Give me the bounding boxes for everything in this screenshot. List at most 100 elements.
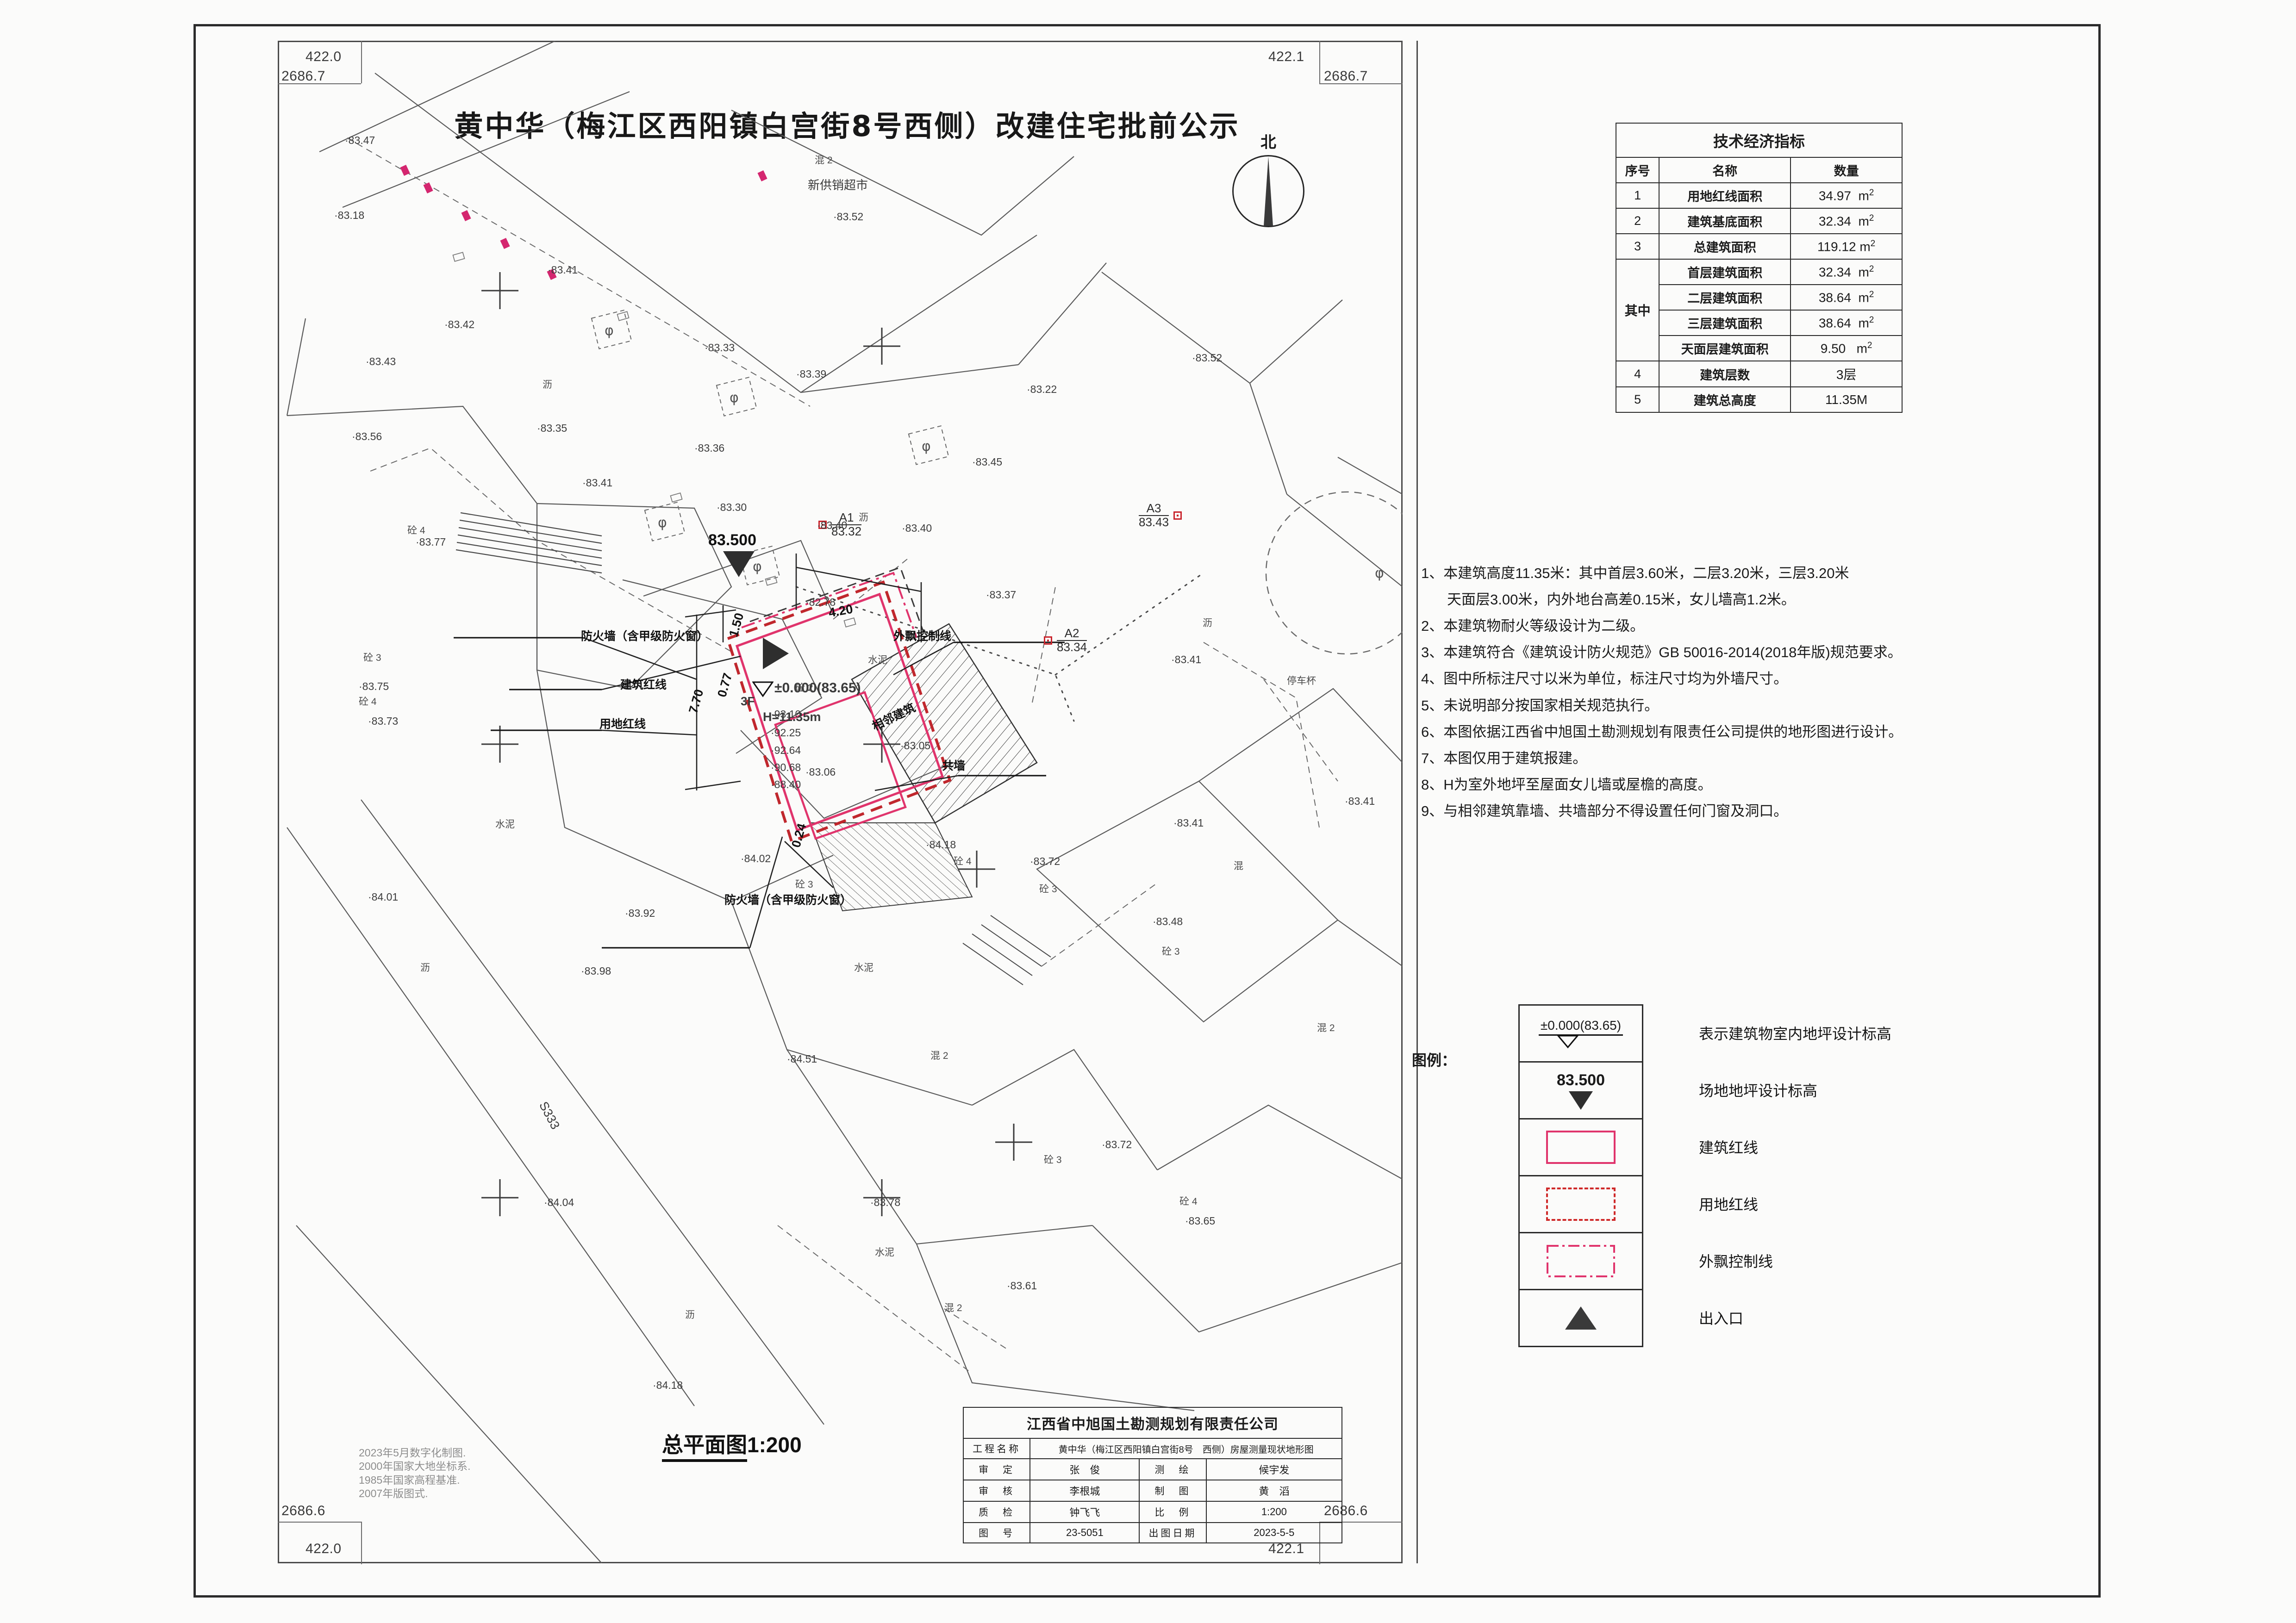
elevation-point: ·83.18	[334, 209, 365, 221]
material-label: 沥	[1203, 618, 1212, 628]
tech-row-no: 2	[1615, 208, 1660, 234]
tech-table-header-no: 序号	[1615, 157, 1660, 183]
corner-tick-br-h	[1319, 1522, 1403, 1523]
legend-label: 表示建筑物室内地坪设计标高	[1699, 1025, 1892, 1042]
survey-point-elev: 83.34	[1057, 640, 1087, 654]
title-block-value: 1:200	[1205, 1501, 1343, 1523]
note-item-cont: 天面层3.00米，内外地台高差0.15米，女儿墙高1.2米。	[1447, 591, 1796, 608]
site-level-value: 83.500	[708, 531, 756, 549]
legend-level-value: ±0.000(83.65)	[1538, 1018, 1623, 1036]
tech-row-no: 4	[1615, 361, 1660, 387]
material-label: 砼 4	[1179, 1196, 1198, 1207]
elevation-point: ·84.18	[653, 1379, 683, 1391]
note-item: 8、H为室外地坪至屋面女儿墙或屋檐的高度。	[1421, 776, 1712, 793]
material-label: 水泥	[868, 655, 887, 665]
material-label: 混 2	[930, 1051, 948, 1061]
elevation-point: ·83.36	[694, 442, 725, 454]
legend: 图例： ±0.000(83.65) 表示建筑物室内地坪设计标高 83.500 场…	[1412, 1004, 1892, 1347]
material-label: 砼 3	[363, 653, 381, 663]
table-row: 三层建筑面积 38.64 m2	[1616, 310, 1903, 336]
elevation-point: ·83.41	[582, 477, 613, 489]
title-block-key: 图 号	[962, 1522, 1031, 1543]
material-label: 沥	[859, 512, 868, 523]
floor-level-marker: ±0.000(83.65)	[752, 680, 861, 699]
entrance-triangle-icon	[763, 638, 789, 669]
note-item: 1、本建筑高度11.35米：其中首层3.60米，二层3.20米，三层3.20米	[1421, 565, 1849, 581]
legend-row-entrance: 出入口	[1518, 1289, 1891, 1347]
map-place-label: 新供销超市	[808, 178, 868, 192]
technical-indicators-table: 技术经济指标 序号 名称 数量 1 用地红线面积 34.97 m2 2 建筑基底…	[1615, 123, 1903, 413]
corner-coord-tl-y: 2686.7	[281, 68, 325, 84]
tech-row-name: 建筑总高度	[1659, 386, 1791, 413]
title-block-value: 候宇发	[1205, 1458, 1343, 1480]
tech-subrow-qty: 38.64 m2	[1790, 284, 1903, 311]
annotation-building-redline: 建筑红线	[620, 678, 667, 691]
legend-symbol-box	[1518, 1289, 1643, 1347]
page-title: 黄中华（梅江区西阳镇白宫街8号西侧）改建住宅批前公示	[454, 109, 1240, 143]
survey-metadata-notes: 2023年5月数字化制图. 2000年国家大地坐标系. 1985年国家高程基准.…	[359, 1446, 471, 1501]
tech-subrow-name: 二层建筑面积	[1659, 284, 1791, 311]
survey-point-id: A1	[831, 511, 862, 526]
elevation-point: ·83.42	[444, 318, 475, 330]
title-block-value: 2023-5-5	[1205, 1522, 1343, 1543]
material-label: 沥	[420, 963, 430, 973]
elevation-point: ·83.37	[986, 589, 1017, 601]
title-block-value: 黄 滔	[1205, 1480, 1343, 1502]
elevation-point: ·92.64	[771, 744, 801, 756]
floor-level-value: ±0.000(83.65)	[774, 680, 861, 696]
note-item: 9、与相邻建筑靠墙、共墙部分不得设置任何门窗及洞口。	[1421, 802, 1788, 819]
svg-text:φ: φ	[753, 559, 762, 575]
elevation-point: ·83.72	[1102, 1138, 1132, 1150]
table-row: 4 建筑层数 3层	[1615, 361, 1903, 387]
survey-note-line: 2007年版图式.	[359, 1487, 428, 1500]
tech-row-no: 3	[1615, 233, 1660, 260]
title-block: 江西省中旭国土勘测规划有限责任公司 工程名称 黄中华（梅江区西阳镇白宫街8号 西…	[962, 1407, 1343, 1543]
elevation-point: ·93.10	[771, 708, 801, 720]
legend-symbol-box: 83.500	[1518, 1061, 1643, 1119]
tech-subrow-name: 天面层建筑面积	[1659, 335, 1791, 361]
legend-label: 建筑红线	[1699, 1139, 1759, 1156]
svg-text:φ: φ	[1375, 565, 1384, 581]
elevation-point: ·83.48	[1153, 915, 1183, 927]
elevation-point: ·83.73	[368, 715, 399, 727]
note-item: 4、图中所标注尺寸以米为单位，标注尺寸均为外墙尺寸。	[1421, 671, 1788, 687]
legend-row-indoor-level: ±0.000(83.65) 表示建筑物室内地坪设计标高	[1518, 1004, 1892, 1063]
elevation-point: ·83.78	[870, 1196, 901, 1208]
elevation-point: ·83.43	[366, 355, 396, 367]
title-block-key: 出图日期	[1139, 1522, 1207, 1543]
tech-subrow-qty: 9.50 m2	[1790, 335, 1903, 361]
elevation-point: ·83.06	[805, 766, 836, 778]
elevation-point: ·83.40	[902, 522, 932, 534]
elevation-point: ·83.05	[900, 740, 931, 752]
table-row: 2 建筑基底面积 32.34 m2	[1615, 208, 1903, 234]
drawing-frame-left	[278, 41, 1403, 1563]
material-label: 停车杯	[1287, 676, 1316, 686]
material-label: 水泥	[875, 1247, 894, 1258]
entrance-triangle-icon	[1565, 1306, 1597, 1330]
svg-text:φ: φ	[730, 390, 739, 406]
table-row: 质 检 钟飞飞 比 例 1:200	[962, 1501, 1343, 1523]
survey-point-marker-icon	[818, 520, 827, 529]
elevation-point: ·83.35	[537, 422, 568, 434]
elevation-point: ·83.41	[1345, 795, 1375, 807]
plan-caption-text: 总平面图	[662, 1433, 747, 1462]
note-item: 3、本建筑符合《建筑设计防火规范》GB 50016-2014(2018年版)规范…	[1421, 644, 1902, 661]
title-block-company: 江西省中旭国土勘测规划有限责任公司	[963, 1407, 1342, 1439]
annotation-firewall-bottom: 防火墙（含甲级防火窗）	[724, 894, 852, 907]
overhang-control-line-swatch-icon	[1547, 1245, 1615, 1277]
annotation-land-redline: 用地红线	[599, 718, 646, 731]
tech-row-qty: 34.97 m2	[1790, 182, 1903, 209]
corner-coord-tr-y: 2686.7	[1324, 68, 1368, 84]
material-label: 砼 3	[1162, 946, 1180, 957]
title-block-value: 张 俊	[1029, 1458, 1140, 1480]
elevation-point: ·83.30	[717, 501, 747, 513]
compass-circle-icon	[1232, 155, 1304, 227]
elevation-point: ·83.41	[1173, 817, 1204, 829]
floors-label: 3F	[741, 694, 755, 708]
table-row: 图 号 23-5051 出图日期 2023-5-5	[962, 1522, 1343, 1543]
title-block-value: 23-5051	[1029, 1522, 1140, 1543]
elevation-point: ·83.61	[1007, 1280, 1037, 1292]
north-arrow: 北	[1227, 130, 1310, 227]
elevation-point: ·83.41	[1171, 653, 1202, 665]
annotation-overhang-control-line: 外飘控制线	[893, 630, 952, 643]
